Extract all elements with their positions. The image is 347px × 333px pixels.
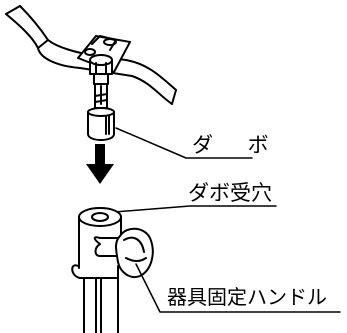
- fixing-handle-knob: [93, 227, 154, 278]
- dabo-receiver-label: ダボ受穴: [187, 181, 273, 205]
- dabo-label: ダ ボ: [191, 133, 284, 157]
- nut-bolt: [89, 54, 113, 109]
- dabo-pin: [87, 107, 115, 141]
- dabo-receiver-leader-line: [113, 205, 277, 213]
- fixing-handle-leader-line: [135, 263, 341, 313]
- stand-pole: [71, 207, 122, 333]
- dabo-leader-line: [115, 127, 253, 159]
- down-arrow-icon: [86, 144, 114, 184]
- fixing-handle-label: 器具固定ハンドル: [166, 285, 328, 309]
- fixture-bracket: [5, 5, 177, 105]
